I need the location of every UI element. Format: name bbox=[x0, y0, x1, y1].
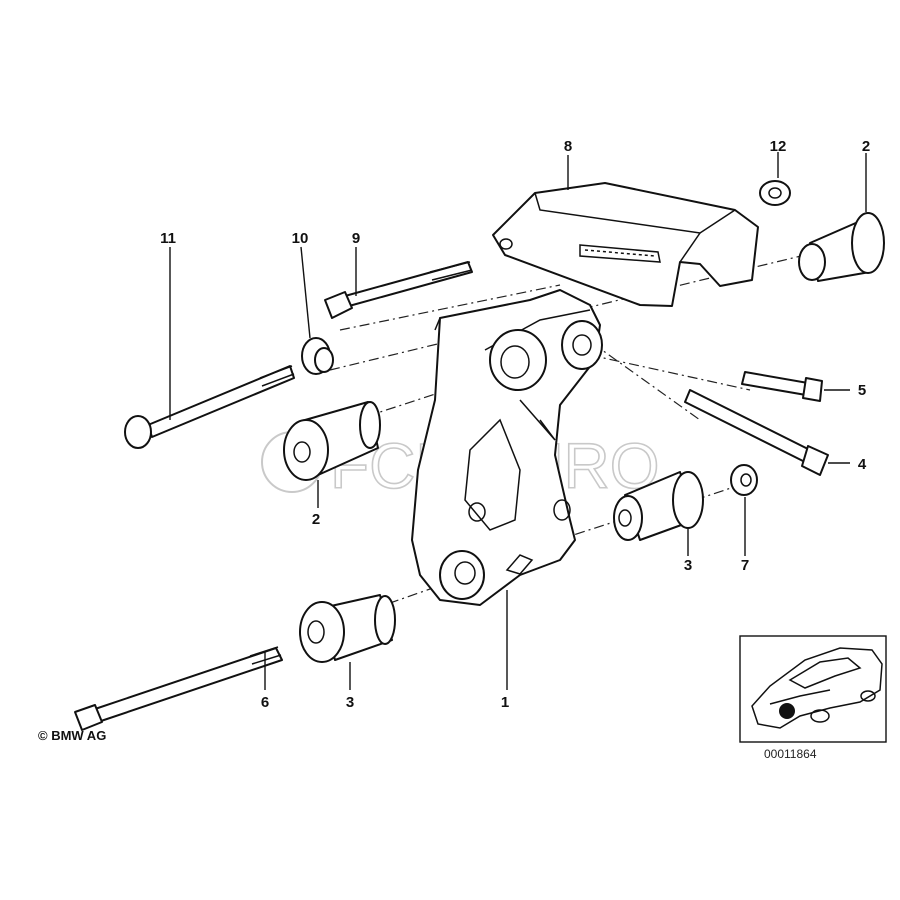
callout-3-right: 3 bbox=[684, 557, 692, 574]
callout-5: 5 bbox=[858, 382, 866, 399]
callout-3-bottom: 3 bbox=[346, 694, 354, 711]
callout-11: 11 bbox=[160, 230, 176, 247]
location-marker-icon bbox=[779, 703, 795, 719]
callout-10: 10 bbox=[292, 230, 309, 247]
callout-1: 1 bbox=[501, 694, 509, 711]
callout-labels: 8 12 2 11 10 9 5 4 2 3 7 6 3 1 bbox=[160, 138, 870, 711]
part-10-nut[interactable] bbox=[301, 337, 334, 375]
image-number: 00011864 bbox=[764, 747, 817, 761]
car-outline-icon bbox=[751, 647, 883, 729]
callout-8: 8 bbox=[564, 138, 572, 155]
part-2-bush-top[interactable] bbox=[798, 212, 885, 282]
part-8-bracket[interactable] bbox=[492, 182, 759, 307]
part-7-nut[interactable] bbox=[730, 464, 758, 496]
callout-6: 6 bbox=[261, 694, 269, 711]
callout-7: 7 bbox=[741, 557, 749, 574]
copyright-text: © BMW AG bbox=[38, 728, 106, 743]
callout-2-left: 2 bbox=[312, 511, 320, 528]
leader-lines bbox=[169, 152, 867, 690]
part-3-bush-bottom[interactable] bbox=[299, 594, 396, 663]
part-3-bush-right[interactable] bbox=[613, 471, 704, 541]
callout-9: 9 bbox=[352, 230, 360, 247]
part-2-bush-left[interactable] bbox=[283, 401, 381, 481]
callout-4: 4 bbox=[858, 456, 867, 473]
part-4-bolt[interactable] bbox=[684, 389, 829, 476]
part-1-support[interactable] bbox=[411, 289, 603, 606]
part-9-bolt[interactable] bbox=[324, 261, 473, 319]
part-5-bolt[interactable] bbox=[741, 371, 823, 402]
callout-2-top: 2 bbox=[862, 138, 870, 155]
thumbnail-frame bbox=[739, 635, 887, 743]
part-11-bolt[interactable] bbox=[124, 365, 295, 449]
callout-12: 12 bbox=[770, 138, 787, 155]
part-12-nut[interactable] bbox=[759, 180, 791, 206]
part-6-bolt[interactable] bbox=[74, 646, 283, 731]
vehicle-location-thumbnail bbox=[739, 635, 887, 743]
